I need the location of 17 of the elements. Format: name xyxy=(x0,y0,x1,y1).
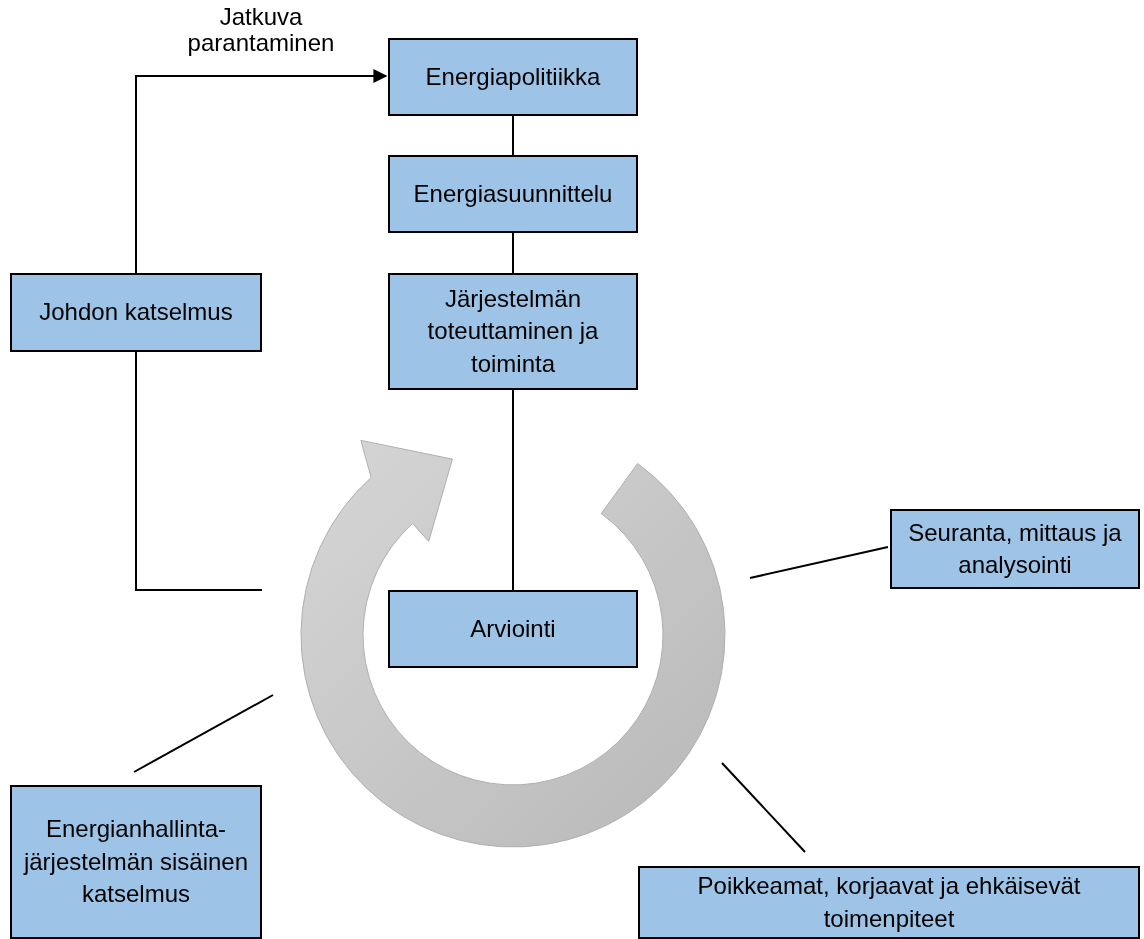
connector-line xyxy=(512,389,514,591)
process-box: Järjestelmän toteuttaminen ja toiminta xyxy=(388,273,638,390)
leader-line xyxy=(135,351,263,591)
process-box: Energiasuunnittelu xyxy=(388,155,638,233)
connector-line xyxy=(512,232,514,274)
leader-line xyxy=(133,694,274,773)
leader-line xyxy=(749,546,889,579)
circular-arrow xyxy=(300,439,726,848)
arrow xyxy=(135,69,388,274)
process-box: Energiapolitiikka xyxy=(388,38,638,116)
process-box: Seuranta, mittaus ja analysointi xyxy=(890,509,1140,589)
process-box: Arviointi xyxy=(388,590,638,668)
process-box: Energianhallinta-järjestelmän sisäinen katselmus xyxy=(10,785,262,939)
leader-line xyxy=(721,762,806,853)
connector-line xyxy=(512,115,514,156)
process-box: Poikkeamat, korjaavat ja ehkäisevät toimenpiteet xyxy=(638,866,1140,939)
process-box: Johdon katselmus xyxy=(10,273,262,352)
